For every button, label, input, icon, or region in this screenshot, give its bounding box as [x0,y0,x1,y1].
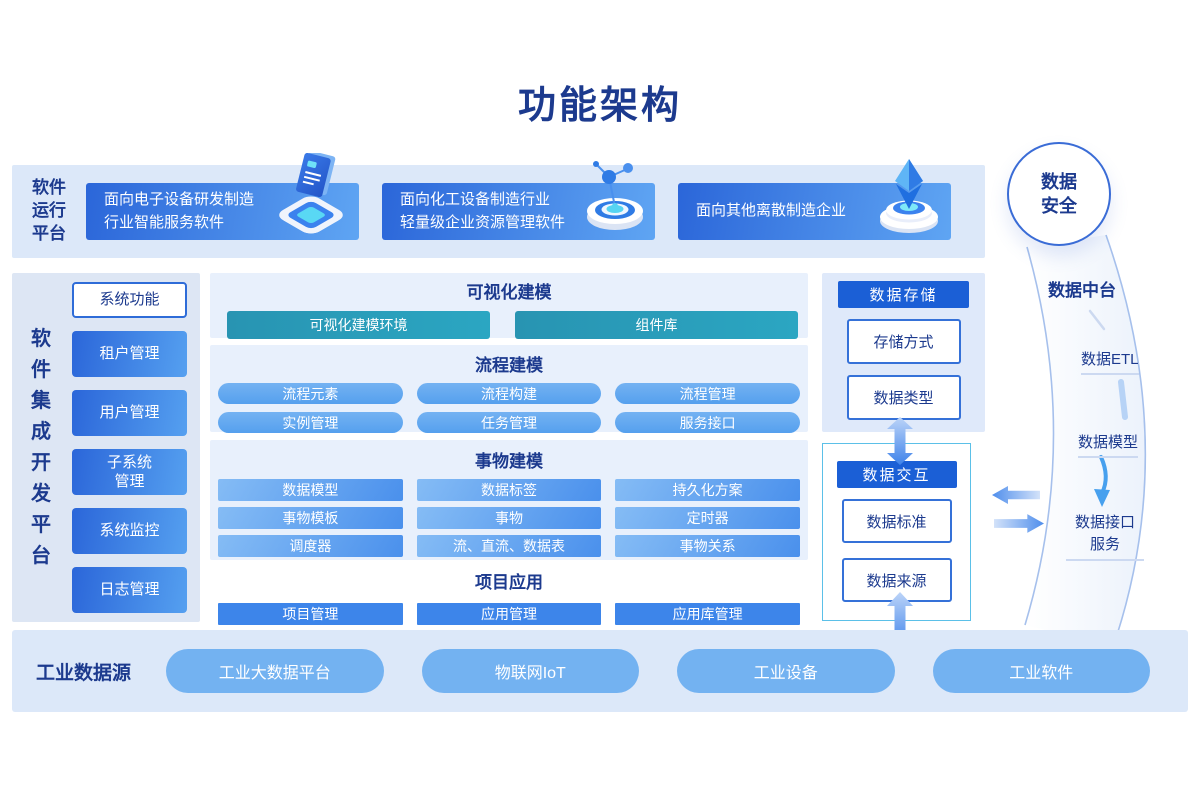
data-middle-platform-band [1024,234,1147,648]
module-cell: 事物关系 [615,535,801,557]
gem-pedestal-icon [880,159,938,233]
module-cell: 流程构建 [416,383,602,404]
data-storage-header: 数据存储 [838,281,969,308]
data-security-badge: 数据 安全 [1007,142,1111,246]
modeling-sections: 可视化建模 可视化建模环境 组件库 流程建模 流程元素 流程构建 流程管理 实例… [210,273,808,625]
module-cell: 流程元素 [218,383,403,404]
dev-platform-items: 系统功能 租户管理 用户管理 子系统 管理 系统监控 日志管理 [70,273,200,622]
product-box-discrete: 面向其他离散制造企业 [678,159,951,240]
data-standard-box: 数据标准 [841,499,952,543]
ballot-box-icon [279,153,343,234]
industrial-data-sources-label: 工业数据源 [36,662,132,684]
section-visual-modeling: 可视化建模 可视化建模环境 组件库 [210,273,808,339]
arrow-right-icon [994,514,1044,533]
section-title: 项目应用 [475,573,543,592]
module-cell: 调度器 [218,535,403,557]
product-box-text: 面向其他离散制造企业 [696,202,847,220]
section-project-application: 项目应用 项目管理 应用管理 应用库管理 [210,565,808,625]
dev-item-log-mgmt: 日志管理 [72,567,187,613]
module-cell: 可视化建模环境 [227,311,490,339]
runtime-platform-label: 软件 运行 平台 [32,178,66,243]
arrow-left-icon [992,486,1040,504]
section-process-modeling: 流程建模 流程元素 流程构建 流程管理 实例管理 任务管理 服务接口 [210,345,808,433]
target-molecule-icon [587,161,643,230]
module-cell: 组件库 [515,311,798,339]
storage-method-box: 存储方式 [846,319,961,364]
step-data-interface-service: 数据接口 服务 [1066,512,1144,561]
module-cell: 项目管理 [218,603,403,625]
module-cell: 定时器 [615,507,801,529]
dev-platform-panel: 软 件 集 成 开 发 平 台 系统功能 租户管理 用户管理 子系统 管理 系统… [12,273,200,622]
section-title: 可视化建模 [466,283,552,302]
module-cell: 数据标签 [416,479,602,501]
module-cell: 流、直流、数据表 [416,535,602,557]
data-type-box: 数据类型 [846,375,961,420]
dev-item-user-mgmt: 用户管理 [72,390,187,436]
step-data-etl: 数据ETL [1081,348,1139,375]
source-iot: 物联网IoT [421,649,639,693]
data-middle-platform-label: 数据中台 [1048,281,1116,300]
dev-item-tenant-mgmt: 租户管理 [72,331,187,377]
runtime-product-boxes: 面向电子设备研发制造 行业智能服务软件 [86,153,985,258]
data-storage-panel: 数据存储 存储方式 数据类型 [822,273,985,432]
section-thing-modeling: 事物建模 数据模型 数据标签 持久化方案 事物模板 事物 定时器 调度器 流、直… [210,440,808,560]
module-cell: 事物模板 [218,507,403,529]
data-exchange-panel: 数据交互 数据标准 数据来源 [822,443,971,621]
source-big-data-platform: 工业大数据平台 [166,649,384,693]
source-industrial-software: 工业软件 [932,649,1150,693]
module-cell: 实例管理 [218,412,403,433]
product-box-text: 面向化工设备制造行业 轻量级企业资源管理软件 [400,191,566,231]
module-cell: 事物 [416,507,602,529]
module-cell: 服务接口 [615,412,801,433]
page-title: 功能架构 [517,85,682,127]
module-cell: 流程管理 [615,383,801,404]
step-connector-dash [1118,379,1128,420]
data-source-box: 数据来源 [841,558,952,602]
dev-item-subsystem-mgmt: 子系统 管理 [72,449,187,495]
step-arrowhead-icon [1094,489,1110,507]
module-cell: 任务管理 [416,412,602,433]
step-connector-line [1088,309,1106,331]
product-box-chemical: 面向化工设备制造行业 轻量级企业资源管理软件 [382,161,655,240]
product-box-text: 面向电子设备研发制造 行业智能服务软件 [104,191,255,231]
dev-platform-label: 软 件 集 成 开 发 平 台 [31,327,51,567]
industrial-data-sources-panel: 工业数据源 工业大数据平台 物联网IoT 工业设备 工业软件 [12,630,1188,712]
dev-item-system-monitor: 系统监控 [72,508,187,554]
source-industrial-equipment: 工业设备 [677,649,895,693]
industrial-source-pills: 工业大数据平台 物联网IoT 工业设备 工业软件 [166,649,1188,693]
step-data-model: 数据模型 [1078,431,1139,458]
module-cell: 数据模型 [218,479,403,501]
module-cell: 持久化方案 [615,479,801,501]
dev-item-system-functions: 系统功能 [72,282,187,318]
storage-exchange-arrow-icon [887,417,913,465]
data-exchange-header: 数据交互 [836,461,957,488]
module-cell: 应用管理 [416,603,602,625]
module-cell: 应用库管理 [615,603,801,625]
section-title: 流程建模 [475,356,543,375]
product-box-electronics: 面向电子设备研发制造 行业智能服务软件 [86,153,359,240]
section-title: 事物建模 [475,452,543,471]
runtime-platform-panel: 软件 运行 平台 面向电子设备研发制造 行业智能服务软件 [12,153,985,258]
